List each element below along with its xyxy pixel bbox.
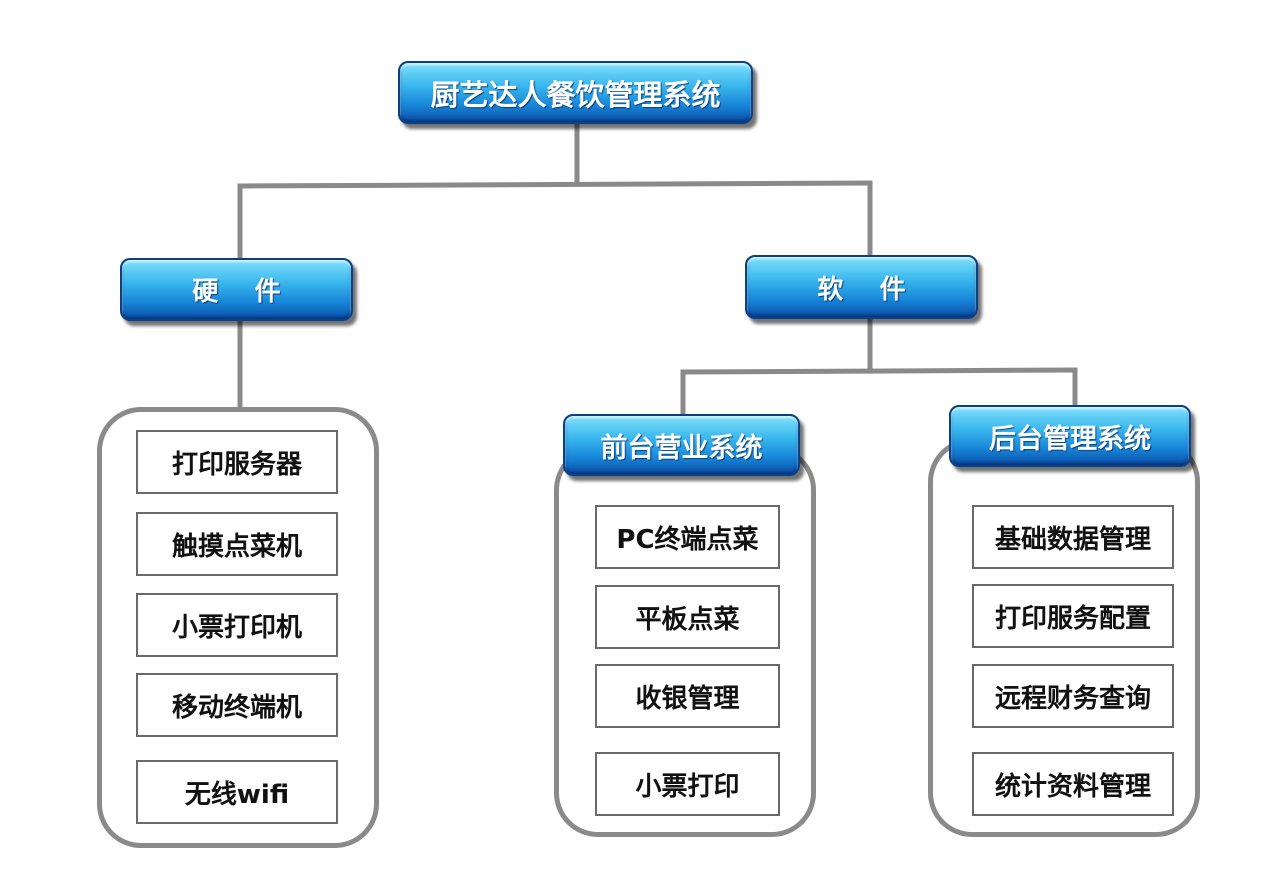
backend-item: 远程财务查询 [972, 664, 1174, 728]
backend-item: 基础数据管理 [972, 505, 1174, 569]
hardware-item: 打印服务器 [136, 430, 338, 494]
frontend-item: 收银管理 [595, 664, 780, 728]
connector-software-branch [680, 367, 1078, 375]
hardware-item: 小票打印机 [136, 593, 338, 657]
connector-root-branch [237, 180, 873, 189]
frontend-item: 小票打印 [595, 752, 780, 816]
root-node-title: 厨艺达人餐饮管理系统 [398, 61, 753, 124]
hardware-item: 无线wifi [136, 760, 338, 824]
backend-item: 打印服务配置 [972, 584, 1174, 648]
frontend-item: 平板点菜 [595, 585, 780, 649]
backend-item: 统计资料管理 [972, 752, 1174, 816]
frontend-item: PC终端点菜 [595, 505, 780, 569]
software-node: 软 件 [745, 255, 978, 319]
backend-system-node: 后台管理系统 [949, 405, 1191, 467]
hardware-node: 硬 件 [120, 258, 353, 321]
hardware-item: 触摸点菜机 [136, 512, 338, 576]
frontend-system-node: 前台营业系统 [563, 414, 800, 476]
hardware-item: 移动终端机 [136, 673, 338, 737]
